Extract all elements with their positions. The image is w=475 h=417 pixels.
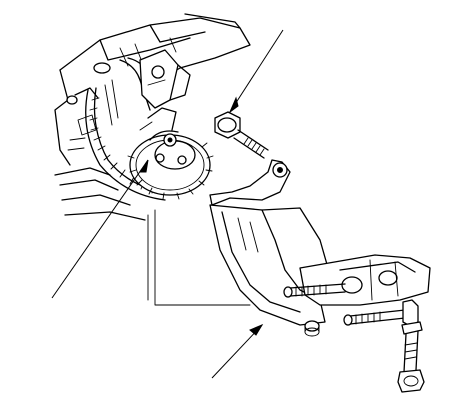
upper-mount <box>139 49 191 109</box>
through-bolt-upper <box>283 283 346 298</box>
callout-leaders <box>51 29 284 379</box>
leader-to-bracket <box>211 324 263 379</box>
engine-block <box>54 13 251 221</box>
vertical-bolt <box>397 321 425 393</box>
leader-to-mount-bolt <box>229 29 284 113</box>
mount-bolt <box>214 111 269 159</box>
arrowhead-mount-bolt <box>228 96 239 114</box>
main-bracket <box>209 159 431 326</box>
timing-chain <box>85 87 169 201</box>
alignment-lines <box>147 209 251 306</box>
crank-sprocket <box>127 107 214 200</box>
leader-to-sprocket <box>51 159 149 299</box>
through-bolt-lower <box>343 299 419 327</box>
bracket-spacer <box>304 320 320 337</box>
arrowhead-bracket <box>249 323 264 336</box>
arrowhead-sprocket <box>139 159 149 173</box>
